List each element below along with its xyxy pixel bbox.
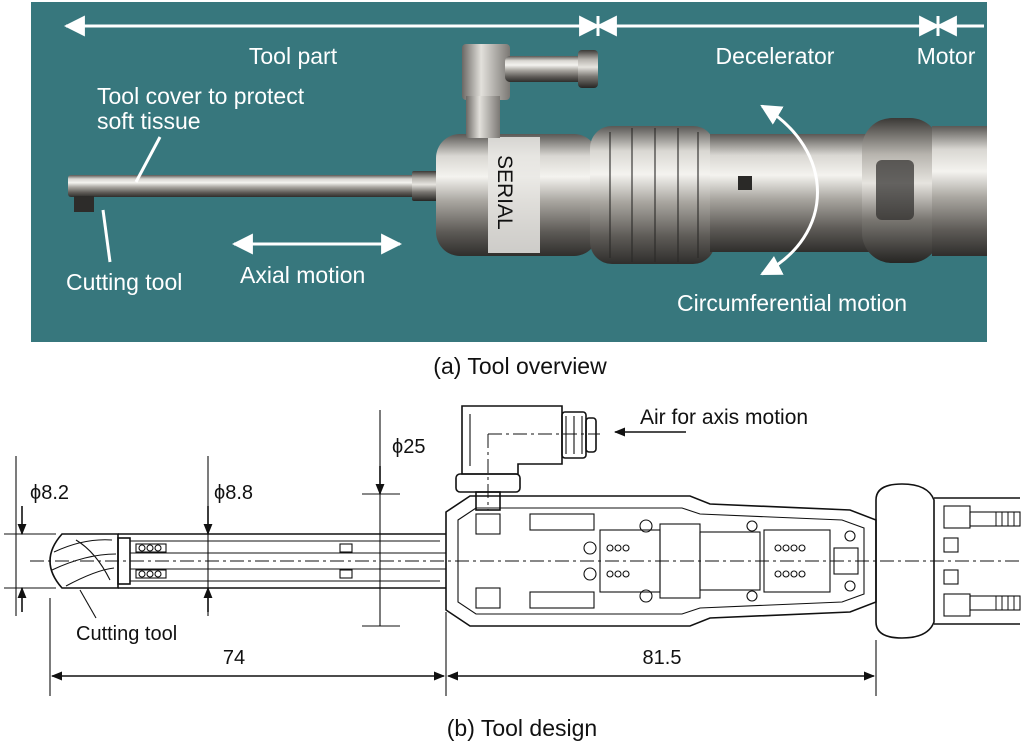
caption-b: (b) Tool design — [447, 715, 597, 741]
label-cutting-tool-b: Cutting tool — [76, 623, 177, 645]
circumferential-motion-arrow — [760, 104, 819, 276]
cutting-tool-leader — [101, 209, 112, 263]
air-fitting — [462, 44, 598, 138]
section-brackets — [63, 15, 984, 37]
label-tool-cover-line2: soft tissue — [97, 108, 201, 134]
label-cutting-tool: Cutting tool — [66, 269, 182, 295]
caption-a: (a) Tool overview — [433, 353, 607, 379]
tool-shaft — [68, 171, 438, 212]
dim-phi-25 — [362, 410, 400, 627]
panel-b-drawing: Air for axis motion ϕ8.2 ϕ8.8 ϕ25 Cuttin… — [4, 405, 1021, 696]
label-len-74: 74 — [223, 647, 245, 669]
label-motor: Motor — [917, 43, 976, 69]
dim-phi-8-2 — [4, 456, 56, 616]
label-circumferential-motion: Circumferential motion — [677, 290, 907, 316]
air-fitting-drawing — [455, 405, 600, 511]
tool-cover-leader — [134, 136, 162, 183]
label-air: Air for axis motion — [640, 406, 808, 429]
label-phi-8-2: ϕ8.2 — [30, 482, 69, 504]
dim-lengths — [49, 598, 877, 696]
label-tool-cover-line1: Tool cover to protect — [97, 83, 305, 109]
motor-end — [875, 483, 1021, 639]
label-decelerator: Decelerator — [716, 43, 835, 69]
tool-body — [436, 118, 987, 264]
serial-mark: SERIAL — [493, 155, 516, 230]
cutting-tool-leader-b — [79, 589, 97, 619]
shaft — [118, 533, 446, 589]
label-tool-part: Tool part — [249, 43, 338, 69]
label-len-81-5: 81.5 — [643, 647, 682, 669]
label-phi-25: ϕ25 — [392, 436, 425, 458]
panel-a-photo: SERIAL Tool part Decelerator Motor Tool … — [31, 2, 987, 342]
label-axial-motion: Axial motion — [240, 262, 365, 288]
label-phi-8-8: ϕ8.8 — [214, 482, 253, 504]
cutting-tool-bit — [49, 533, 131, 589]
